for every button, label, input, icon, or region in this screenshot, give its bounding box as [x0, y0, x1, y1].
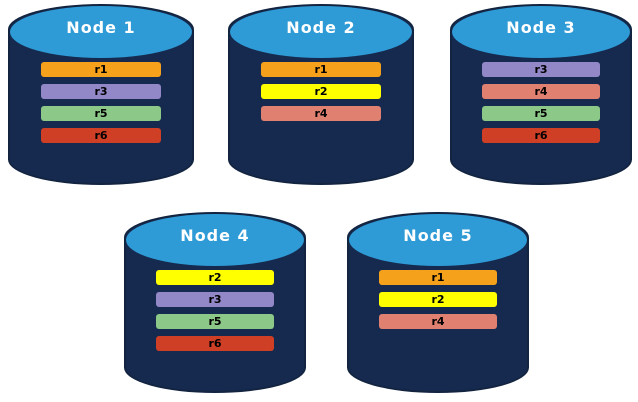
replica-stack: r1 r3 r5 r6 [8, 62, 194, 150]
replica-bar[interactable]: r1 [379, 270, 497, 285]
replica-stack: r3 r4 r5 r6 [450, 62, 632, 150]
replica-bar[interactable]: r2 [156, 270, 274, 285]
replica-bar[interactable]: r5 [156, 314, 274, 329]
replica-bar[interactable]: r3 [156, 292, 274, 307]
cylinder-top-icon [452, 6, 630, 58]
replica-bar[interactable]: r2 [379, 292, 497, 307]
replica-bar[interactable]: r3 [482, 62, 600, 77]
cylinder-top-icon [230, 6, 412, 58]
replica-bar[interactable]: r6 [41, 128, 161, 143]
cylinder-top-icon [10, 6, 192, 58]
cylinder-top-icon [126, 214, 304, 266]
replica-bar[interactable]: r5 [41, 106, 161, 121]
cylinder-top-icon [349, 214, 527, 266]
replica-bar[interactable]: r5 [482, 106, 600, 121]
replica-bar[interactable]: r4 [482, 84, 600, 99]
replica-stack: r1 r2 r4 [228, 62, 414, 128]
replica-bar[interactable]: r6 [156, 336, 274, 351]
replica-bar[interactable]: r1 [261, 62, 381, 77]
replica-stack: r1 r2 r4 [347, 270, 529, 336]
replica-bar[interactable]: r4 [261, 106, 381, 121]
replica-bar[interactable]: r4 [379, 314, 497, 329]
replica-bar[interactable]: r1 [41, 62, 161, 77]
replica-bar[interactable]: r6 [482, 128, 600, 143]
replica-bar[interactable]: r3 [41, 84, 161, 99]
replica-stack: r2 r3 r5 r6 [124, 270, 306, 358]
replica-bar[interactable]: r2 [261, 84, 381, 99]
